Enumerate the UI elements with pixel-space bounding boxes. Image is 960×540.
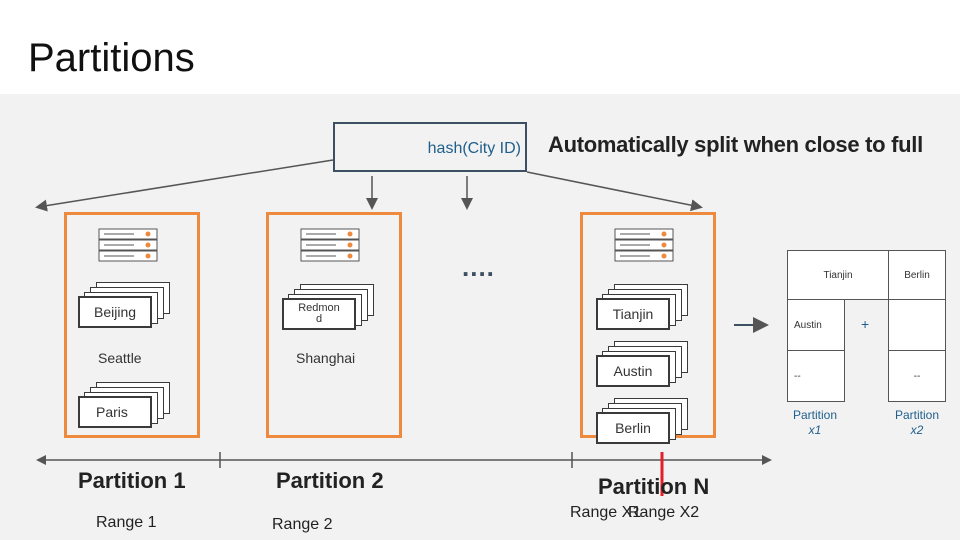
title-bar: Partitions — [0, 0, 960, 94]
city-card: Austin — [596, 341, 688, 389]
plus-sign: + — [861, 316, 870, 332]
partition-1-name: Partition 1 — [78, 468, 186, 493]
partition-2-name: Partition 2 — [276, 468, 384, 493]
split-cell-right-3: -- — [888, 350, 946, 402]
hash-label: hash(City ID) — [427, 140, 521, 157]
city-label: Shanghai — [296, 350, 356, 366]
city-card: Beijing — [78, 282, 170, 330]
range-x2-label: Range X2 — [628, 504, 700, 521]
city-card-label: Berlin — [596, 412, 670, 444]
city-card: Berlin — [596, 398, 688, 446]
partition-n-name: Partition N — [598, 474, 710, 499]
city-card: Paris — [78, 382, 170, 430]
partition-x2-label: Partition x2 — [894, 408, 940, 437]
partition-x1-label: Partition x1 — [792, 408, 838, 437]
server-icon — [98, 228, 158, 262]
split-cell-right-2 — [888, 299, 946, 351]
split-cell-left-1: Tianjin — [787, 250, 889, 300]
range-axis-left-arrow — [36, 455, 46, 465]
city-card-label: Tianjin — [596, 298, 670, 330]
split-cell-right-1: Berlin — [888, 250, 946, 300]
range-axis-right-arrow — [762, 455, 772, 465]
ellipsis: .... — [462, 252, 495, 282]
city-card-label: Beijing — [78, 296, 152, 328]
city-card-label: Austin — [596, 355, 670, 387]
arrow-to-partition-n — [526, 171, 703, 212]
server-icon — [614, 228, 674, 262]
page-title: Partitions — [28, 36, 195, 80]
city-card: Tianjin — [596, 284, 688, 332]
hash-function-box: hash(City ID) — [333, 122, 527, 172]
city-card-label: Redmond — [282, 298, 356, 330]
range-1-label: Range 1 — [96, 514, 157, 531]
arrow-to-partition-1 — [35, 159, 334, 212]
range-x1-label: Range X1 — [570, 504, 642, 521]
server-icon — [300, 228, 360, 262]
split-note: Automatically split when close to full — [548, 132, 923, 157]
city-card: Redmond — [282, 284, 374, 332]
city-card-label: Paris — [78, 396, 152, 428]
city-label: Seattle — [98, 350, 142, 366]
range-2-label: Range 2 — [272, 516, 333, 533]
split-cell-left-3: -- — [787, 350, 845, 402]
split-cell-left-2: Austin — [787, 299, 845, 351]
